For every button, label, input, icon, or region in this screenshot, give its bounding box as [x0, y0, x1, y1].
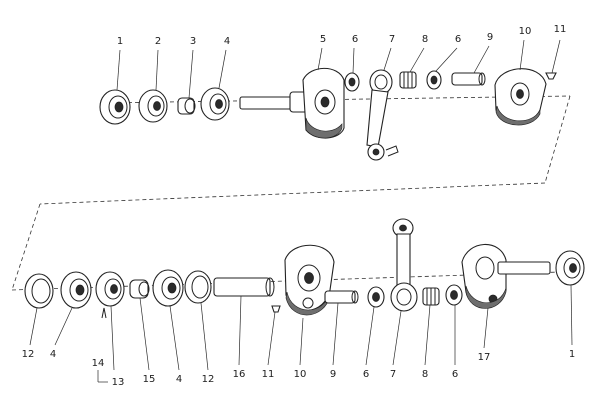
label-part-14-bottom: 14 — [92, 358, 105, 369]
label-part-6-bottom-b: 6 — [452, 369, 458, 380]
label-part-4-top: 4 — [224, 36, 230, 47]
thrust-washer-6-top-b — [426, 70, 442, 90]
thrust-washer-6-bottom-a — [367, 286, 385, 308]
woodruff-key-11-bottom — [271, 305, 281, 313]
ball-bearing-13-bottom — [95, 271, 125, 307]
label-part-9-bottom: 9 — [330, 369, 336, 380]
label-part-12-bottom-a: 12 — [22, 349, 35, 360]
part-labels-bottom: 12 4 13 14 15 4 12 16 11 10 9 6 7 8 6 17… — [22, 349, 576, 388]
oil-seal-12-bottom-b — [184, 270, 212, 304]
label-part-12-bottom-b: 12 — [202, 374, 215, 385]
top-row-parts — [99, 67, 557, 161]
label-part-9-top: 9 — [487, 32, 493, 43]
label-part-8-top: 8 — [422, 34, 428, 45]
label-part-6-top-a: 6 — [352, 34, 358, 45]
label-part-13-bottom: 13 — [112, 377, 125, 388]
ball-bearing-1-bottom — [555, 250, 585, 286]
label-part-4-bottom-a: 4 — [50, 349, 56, 360]
label-part-17-bottom: 17 — [478, 352, 491, 363]
crank-pin-9-top — [451, 72, 486, 86]
oil-seal-12-bottom-a — [24, 273, 54, 309]
thrust-washer-6-top-a — [344, 72, 360, 92]
crank-flywheel-10-top — [494, 68, 547, 126]
label-part-11-top: 11 — [554, 24, 567, 35]
part-labels-top: 1 2 3 4 5 6 7 8 6 9 10 11 — [117, 24, 567, 47]
woodruff-key-11-top — [545, 72, 557, 80]
bush-3-top — [177, 97, 196, 115]
label-part-8-bottom: 8 — [422, 369, 428, 380]
crankshaft-half-17-bottom — [461, 243, 551, 309]
circlip-14-bottom — [101, 307, 107, 319]
label-part-7-top: 7 — [389, 34, 395, 45]
label-part-3-top: 3 — [190, 36, 196, 47]
ball-bearing-4-bottom-a — [60, 271, 92, 309]
needle-roller-cage-8-bottom — [422, 287, 440, 306]
ball-bearing-1-top — [99, 89, 131, 125]
label-part-10-bottom: 10 — [294, 369, 307, 380]
ball-bearing-4-top — [200, 87, 230, 121]
connecting-rod-7-top — [366, 69, 399, 161]
crankshaft-half-5 — [239, 67, 345, 139]
label-part-5-top: 5 — [320, 34, 326, 45]
ball-bearing-2-top — [138, 89, 168, 123]
label-part-11-bottom: 11 — [262, 369, 275, 380]
spacer-15-bottom — [129, 279, 150, 299]
crank-pin-9-bottom — [324, 290, 359, 304]
label-part-10-top: 10 — [519, 26, 532, 37]
label-part-6-top-b: 6 — [455, 34, 461, 45]
label-part-1-bottom: 1 — [569, 349, 575, 360]
label-part-7-bottom: 7 — [390, 369, 396, 380]
label-part-15-bottom: 15 — [143, 374, 156, 385]
label-part-2-top: 2 — [155, 36, 161, 47]
leader-lines — [29, 39, 573, 383]
thrust-washer-6-bottom-b — [445, 284, 463, 306]
needle-roller-cage-8-top — [399, 71, 417, 89]
mainshaft-16-bottom — [213, 277, 275, 297]
crank-flywheel-10-bottom — [284, 244, 335, 316]
connecting-rod-7-bottom — [390, 218, 418, 312]
ball-bearing-4-bottom-b — [152, 269, 184, 307]
bottom-row-parts — [24, 218, 585, 319]
label-part-16-bottom: 16 — [233, 369, 246, 380]
label-part-1-top: 1 — [117, 36, 123, 47]
label-part-4-bottom-b: 4 — [176, 374, 182, 385]
label-part-6-bottom-a: 6 — [363, 369, 369, 380]
